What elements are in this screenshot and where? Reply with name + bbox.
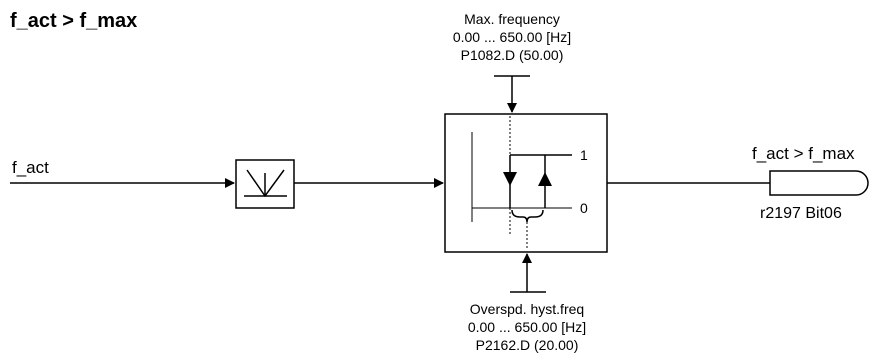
- abs-block: [235, 159, 295, 209]
- level-low-label: 0: [580, 200, 588, 216]
- diagram-title: f_act > f_max: [10, 10, 138, 32]
- param-bottom-name: Overspd. hyst.freq: [469, 301, 585, 317]
- param-bottom: Overspd. hyst.freq 0.00 ... 650.00 [Hz] …: [427, 300, 627, 354]
- input-label: f_act: [12, 158, 49, 177]
- param-top-name: Max. frequency: [464, 11, 560, 27]
- param-bottom-range: 0.00 ... 650.00 [Hz]: [467, 319, 587, 335]
- output-label: f_act > f_max: [752, 144, 855, 163]
- level-high-label: 1: [580, 147, 588, 163]
- param-top: Max. frequency 0.00 ... 650.00 [Hz] P108…: [412, 10, 612, 64]
- param-top-range: 0.00 ... 650.00 [Hz]: [452, 29, 572, 45]
- hysteresis-icon: [471, 116, 572, 250]
- hysteresis-comparator-block: [444, 113, 608, 253]
- param-top-id: P1082.D (50.00): [460, 47, 564, 63]
- output-param: r2197 Bit06: [760, 205, 842, 222]
- absolute-value-icon: [244, 169, 287, 198]
- binector-output-icon: [769, 170, 869, 196]
- param-bottom-id: P2162.D (20.00): [475, 337, 579, 353]
